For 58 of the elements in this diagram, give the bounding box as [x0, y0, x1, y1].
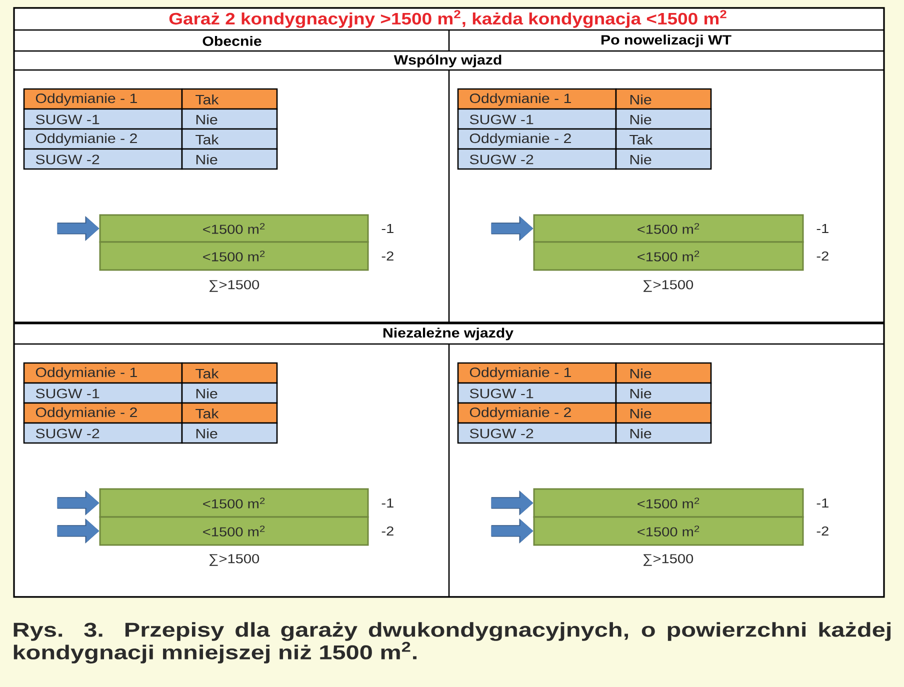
- storey-bar: <1500 m$^{2}$: [99, 488, 369, 518]
- column-header: Po nowelizacji WT: [601, 34, 732, 48]
- section-header: Niezależne wjazdy: [383, 328, 514, 340]
- table-cell: Oddymianie - 2: [457, 402, 617, 424]
- table-cell: Nie: [181, 148, 278, 170]
- sum-note: ∑>1500: [209, 554, 260, 566]
- sum-note: ∑>1500: [643, 554, 694, 566]
- storey-label: -2: [382, 251, 394, 261]
- sum-note: ∑>1500: [209, 280, 260, 292]
- table-cell: Nie: [615, 108, 712, 130]
- storey-bar: <1500 m$^{2}$: [99, 241, 369, 271]
- storey-bar: <1500 m$^{2}$: [533, 214, 804, 243]
- table-cell: Nie: [615, 88, 712, 110]
- table-cell: SUGW -1: [457, 108, 617, 130]
- table-cell: Nie: [615, 148, 712, 170]
- storey-label: -2: [382, 526, 394, 536]
- section-header: Wspólny wjazd: [394, 54, 502, 68]
- storey-label: -1: [382, 498, 394, 508]
- table-cell: Oddymianie - 2: [23, 128, 183, 150]
- table-cell: SUGW -1: [457, 382, 617, 404]
- table-cell: Tak: [181, 362, 278, 384]
- table-cell: SUGW -1: [23, 108, 183, 130]
- table-cell: Tak: [181, 402, 278, 424]
- table-cell: Nie: [181, 382, 278, 404]
- storey-bar: <1500 m$^{2}$: [99, 516, 369, 546]
- table-cell: SUGW -1: [23, 382, 183, 404]
- table-cell: Tak: [181, 128, 278, 150]
- storey-label: -1: [816, 498, 828, 508]
- table-cell: Nie: [181, 108, 278, 130]
- storey-bar: <1500 m$^{2}$: [99, 214, 369, 243]
- table-cell: SUGW -2: [23, 422, 183, 444]
- title: Garaż 2 kondygnacyjny >1500 m$^{2}$, każda kondygnacja <1500 m$^{2}$: [169, 10, 726, 28]
- table-cell: Nie: [615, 382, 712, 404]
- table-cell: Oddymianie - 2: [457, 128, 617, 150]
- table-cell: Oddymianie - 2: [23, 402, 183, 424]
- table-cell: Nie: [615, 402, 712, 424]
- storey-label: -1: [382, 224, 394, 233]
- storey-label: -1: [816, 224, 828, 233]
- table-cell: Tak: [181, 88, 278, 110]
- table-cell: Nie: [615, 422, 712, 444]
- table-cell: SUGW -2: [23, 148, 183, 170]
- table-cell: Nie: [615, 362, 712, 384]
- storey-bar: <1500 m$^{2}$: [533, 516, 804, 546]
- storey-bar: <1500 m$^{2}$: [533, 241, 804, 271]
- storey-bar: <1500 m$^{2}$: [533, 488, 804, 518]
- sum-note: ∑>1500: [643, 280, 694, 292]
- table-cell: Oddymianie - 1: [457, 362, 617, 384]
- table-cell: SUGW -2: [457, 422, 617, 444]
- table-cell: Oddymianie - 1: [23, 362, 183, 384]
- storey-label: -2: [816, 251, 828, 261]
- column-header: Obecnie: [202, 36, 262, 46]
- storey-label: -2: [816, 526, 828, 536]
- table-cell: Oddymianie - 1: [23, 88, 183, 110]
- table-cell: Tak: [615, 128, 712, 150]
- table-cell: Nie: [181, 422, 278, 444]
- caption: Rys. 3. Przepisy dla garaży dwukondygnacyjnych, o powierzchni każdej kondygnacji mniejszej niż 1500 m$^{2}$.: [14, 622, 890, 664]
- table-cell: Oddymianie - 1: [457, 88, 617, 110]
- table-cell: SUGW -2: [457, 148, 617, 170]
